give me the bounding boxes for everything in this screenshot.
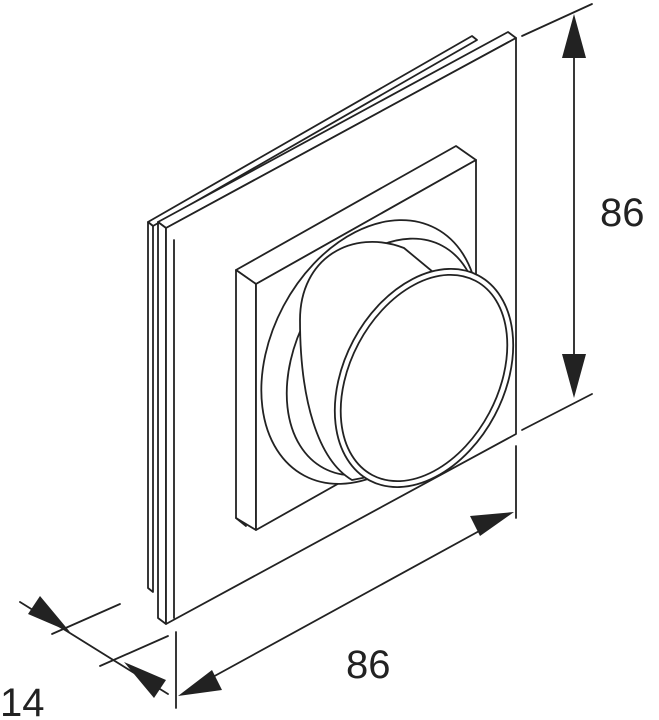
- switch-assembly: [147, 31, 517, 625]
- knob-face-rim: [339, 273, 509, 483]
- back-plate: [147, 35, 478, 593]
- height-arrow-up: [562, 14, 586, 58]
- rotary-knob: [260, 219, 515, 488]
- width-dimension: [175, 445, 517, 709]
- depth-arrow-back: [28, 596, 70, 632]
- depth-extension-back: [51, 603, 121, 635]
- height-extension-top: [521, 3, 593, 37]
- depth-arrow-front: [124, 662, 166, 698]
- width-arrow-left: [178, 670, 222, 696]
- knob-face: [333, 268, 515, 488]
- height-arrow-down: [562, 354, 586, 398]
- width-dimension-line: [199, 523, 493, 685]
- width-arrow-right: [470, 512, 514, 536]
- height-dimension-label: 86: [600, 191, 645, 235]
- dimension-lines: [19, 3, 593, 709]
- height-extension-bottom: [521, 393, 593, 431]
- depth-extension-front: [99, 635, 169, 667]
- depth-dimension: [19, 596, 169, 698]
- width-dimension-label: 86: [346, 643, 391, 687]
- height-dimension: [521, 3, 593, 431]
- depth-dimension-label: 14: [0, 681, 45, 720]
